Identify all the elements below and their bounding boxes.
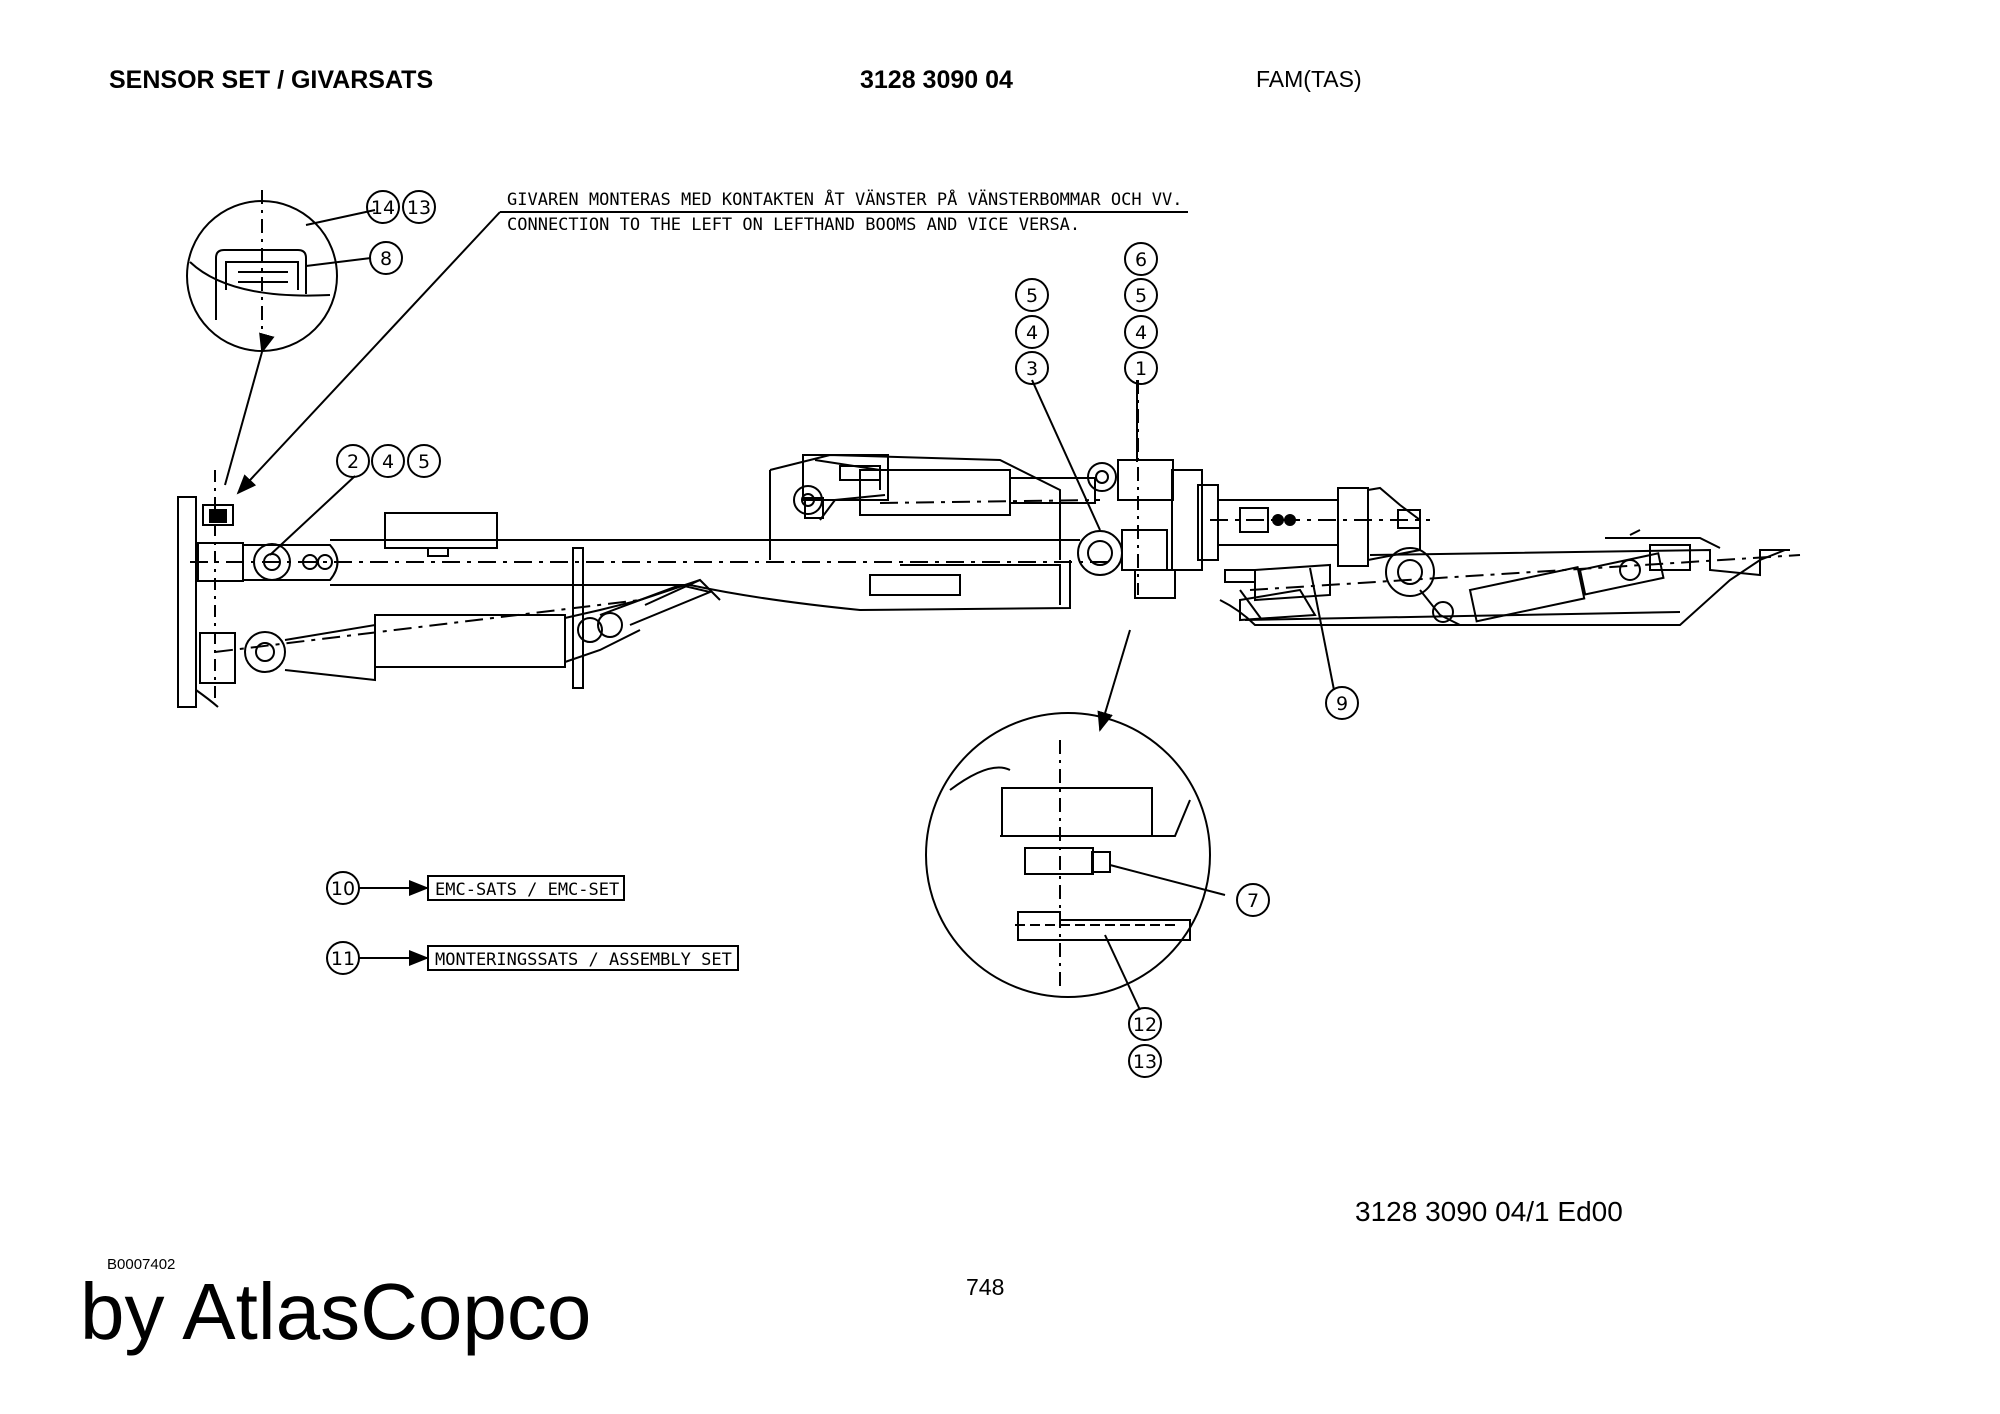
kit-assembly: 11 MONTERINGSSATS / ASSEMBLY SET [326,941,739,975]
balloon-2: 2 [336,444,370,478]
leader-9 [1309,567,1335,691]
note-english: CONNECTION TO THE LEFT ON LEFTHAND BOOMS… [507,215,1080,235]
mounting-plate [177,470,234,708]
svg-text:3: 3 [1026,358,1038,380]
balloon-13-top: 13 [402,190,436,224]
feed-assembly [1219,529,1801,626]
leader-5-4-3 [1031,379,1101,531]
balloon-4-right: 4 [1124,315,1158,349]
svg-text:12: 12 [1133,1014,1157,1036]
balloon-5-right: 5 [1124,278,1158,312]
part-number: 3128 3090 04 [860,66,1013,94]
svg-text:5: 5 [418,451,430,473]
rotation-unit [1077,380,1430,599]
svg-text:4: 4 [1026,322,1038,344]
drawing-number: 3128 3090 04/1 Ed00 [1355,1196,1623,1227]
balloon-5-left: 5 [407,444,441,478]
svg-text:13: 13 [1133,1051,1157,1073]
balloon-4-left: 4 [371,444,405,478]
leader-12-13 [1104,934,1141,1011]
assembly-kit-label: MONTERINGSSATS / ASSEMBLY SET [435,950,732,970]
balloon-8: 8 [369,241,403,275]
svg-text:13: 13 [407,197,431,219]
balloon-4-mid: 4 [1015,315,1049,349]
page-number: 748 [966,1274,1005,1300]
svg-text:8: 8 [380,248,392,270]
main-boom [190,512,1110,689]
balloon-9: 9 [1325,686,1359,720]
balloon-3: 3 [1015,351,1049,385]
leader-14-13 [305,209,376,226]
balloon-7: 7 [1236,883,1270,917]
svg-text:10: 10 [331,878,355,900]
mid-section [769,453,1101,605]
balloon-13-bottom: 13 [1128,1044,1162,1078]
svg-text:9: 9 [1336,693,1348,715]
balloon-12: 12 [1128,1007,1162,1041]
detail-view-connector [186,190,338,486]
svg-text:4: 4 [382,451,394,473]
leader-7 [1109,864,1226,896]
svg-text:4: 4 [1135,322,1147,344]
note-leader [236,211,501,495]
lift-cylinder-lower [199,579,701,684]
svg-text:6: 6 [1135,249,1147,271]
svg-text:1: 1 [1135,358,1147,380]
image-code: B0007402 [107,1256,176,1273]
page-title: SENSOR SET / GIVARSATS [109,66,434,94]
kit-emc: 10 EMC-SATS / EMC-SET [326,871,625,905]
leader-2-4-5 [269,475,356,556]
detail-view-sensor [925,629,1211,998]
svg-text:5: 5 [1135,285,1147,307]
model-code: FAM(TAS) [1256,66,1362,92]
svg-text:14: 14 [371,197,395,219]
emc-kit-label: EMC-SATS / EMC-SET [435,880,619,900]
brand-watermark: by AtlasCopco [80,1267,592,1356]
balloon-5-mid: 5 [1015,278,1049,312]
svg-text:2: 2 [347,451,359,473]
link-arm [597,578,721,638]
balloon-1: 1 [1124,351,1158,385]
note-swedish: GIVAREN MONTERAS MED KONTAKTEN ÅT VÄNSTE… [507,188,1183,210]
svg-text:5: 5 [1026,285,1038,307]
balloon-14: 14 [366,190,400,224]
svg-text:11: 11 [331,948,355,970]
balloon-6: 6 [1124,242,1158,276]
leader-8 [305,257,372,267]
svg-text:7: 7 [1247,890,1259,912]
